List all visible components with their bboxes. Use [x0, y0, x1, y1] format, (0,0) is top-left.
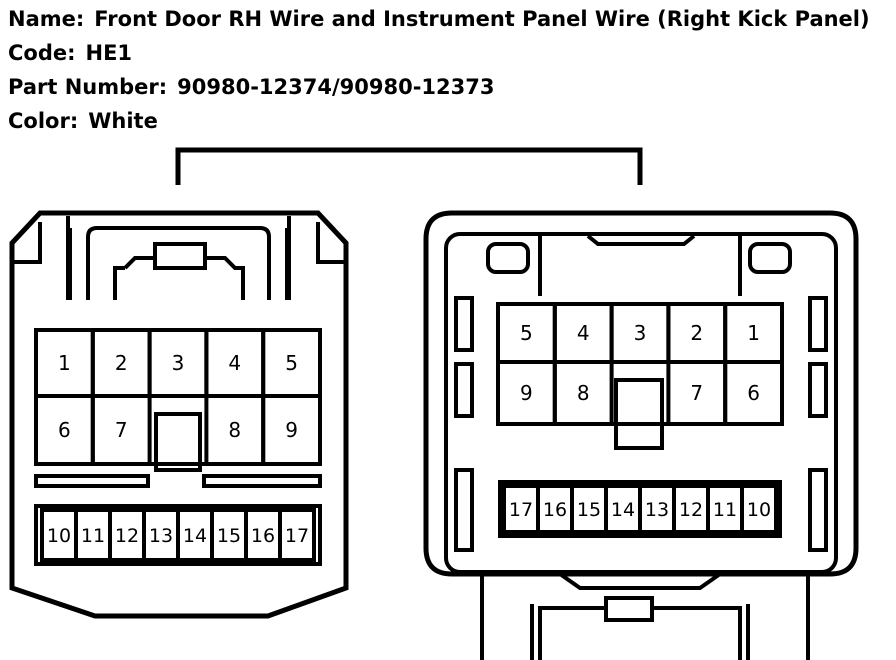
part-number-value: 90980-12374/90980-12373: [177, 75, 495, 99]
right-connector-housing: [423, 210, 859, 577]
connection-bracket: [175, 147, 643, 185]
pin-number: 14: [183, 525, 207, 547]
pin-number: 13: [645, 499, 669, 521]
pin-number: 16: [251, 525, 275, 547]
pin-cavity: [723, 360, 785, 426]
pin-number: 14: [611, 499, 635, 521]
code-label: Code:: [8, 41, 76, 65]
pin-cavity: [552, 360, 614, 426]
pin-number: 16: [543, 499, 567, 521]
pin-cavity: [278, 508, 316, 562]
pin-number: 17: [285, 525, 309, 547]
color-row: Color: White: [8, 108, 158, 134]
pin-number: 13: [149, 525, 173, 547]
pin-number: 4: [228, 351, 241, 375]
name-label: Name:: [8, 7, 85, 31]
key-slot: [154, 412, 202, 472]
mount-hole: [486, 242, 530, 274]
pin-number: 8: [577, 381, 590, 405]
pin-number: 2: [690, 321, 703, 345]
pin-number: 9: [285, 418, 298, 442]
part-number-label: Part Number:: [8, 75, 168, 99]
pin-number: 9: [520, 381, 533, 405]
pin-number: 11: [81, 525, 105, 547]
left-connector-housing: [9, 210, 349, 619]
pin-cavity: [90, 394, 152, 466]
pin-number: 17: [509, 499, 533, 521]
pin-number: 4: [577, 321, 590, 345]
pin-number: 11: [713, 499, 737, 521]
right-connector: 5 4 3 2 1 9 8 7 6 17 16 15 14 13 12 11 10: [423, 210, 859, 660]
code-row: Code: HE1: [8, 40, 132, 66]
pin-number: 15: [577, 499, 601, 521]
mount-hole: [748, 242, 792, 274]
pin-number: 6: [747, 381, 760, 405]
pin-number: 10: [47, 525, 71, 547]
pin-number: 6: [58, 418, 71, 442]
key-slot: [614, 378, 664, 450]
left-slot-bar: [202, 474, 322, 488]
pin-number: 2: [115, 351, 128, 375]
pin-number: 8: [228, 418, 241, 442]
part-number-row: Part Number: 90980-12374/90980-12373: [8, 74, 494, 100]
pin-number: 7: [115, 418, 128, 442]
pin-number: 5: [520, 321, 533, 345]
pin-number: 10: [747, 499, 771, 521]
pin-number: 3: [172, 351, 185, 375]
code-value: HE1: [85, 41, 133, 65]
pin-number: 3: [634, 321, 647, 345]
pin-number: 15: [217, 525, 241, 547]
left-slot-bar: [34, 474, 150, 488]
color-label: Color:: [8, 109, 79, 133]
pin-number: 1: [58, 351, 71, 375]
pin-cavity: [261, 394, 323, 466]
pin-number: 12: [115, 525, 139, 547]
pin-number: 12: [679, 499, 703, 521]
pin-number: 7: [690, 381, 703, 405]
color-value: White: [88, 109, 158, 133]
name-row: Name: Front Door RH Wire and Instrument P…: [8, 6, 870, 32]
pin-number: 5: [285, 351, 298, 375]
pin-cavity: [740, 484, 778, 534]
left-connector-latch: [66, 216, 291, 300]
name-value: Front Door RH Wire and Instrument Panel …: [94, 7, 870, 31]
pin-number: 1: [747, 321, 760, 345]
